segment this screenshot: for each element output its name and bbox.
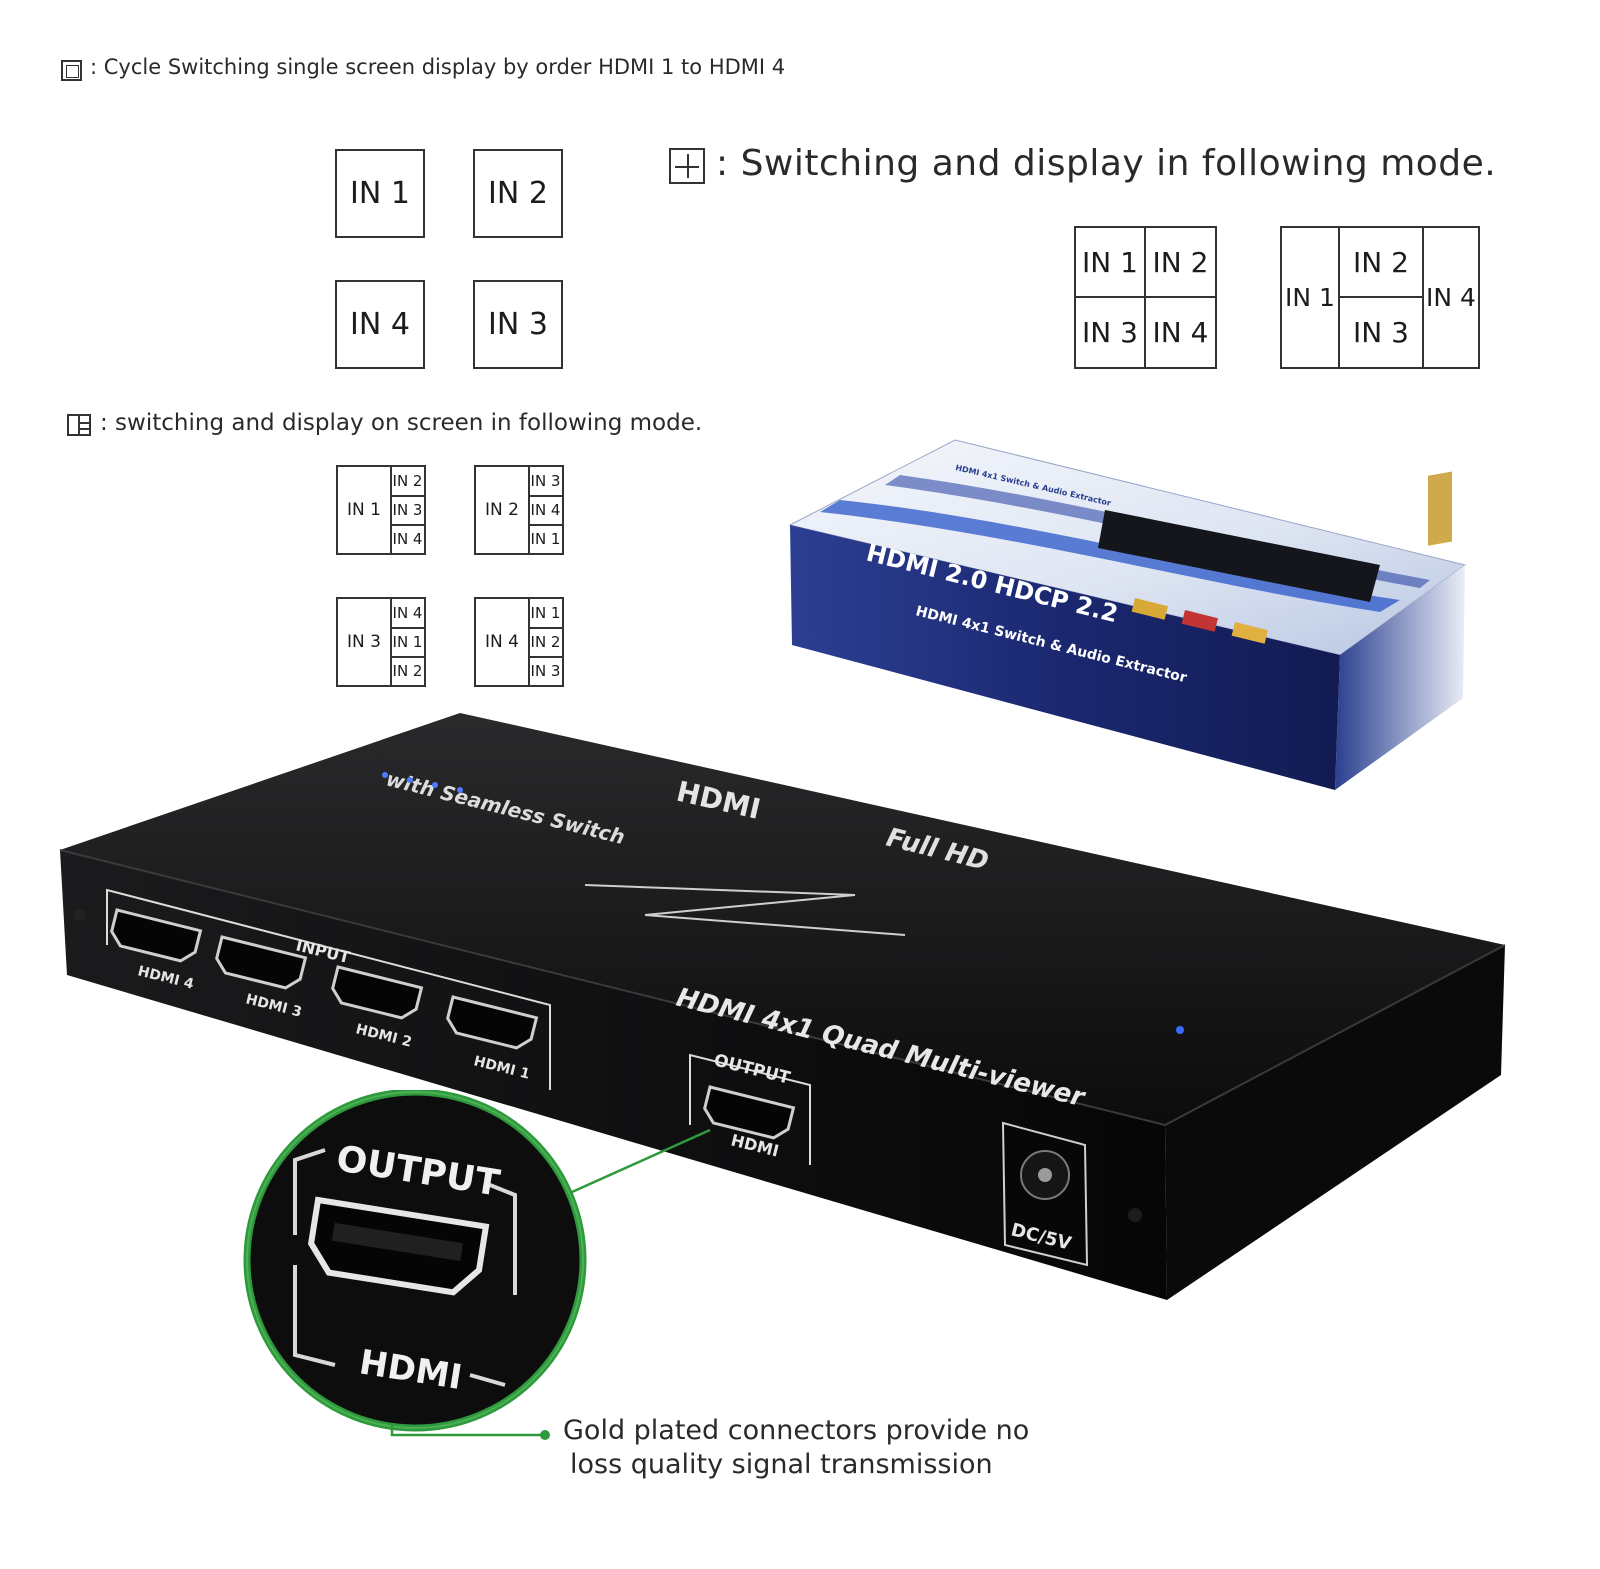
callout-text-line1: Gold plated connectors provide no bbox=[563, 1415, 1030, 1446]
pip-layout-1: IN 1 IN 2 IN 3 IN 4 bbox=[336, 465, 426, 555]
output-zoom-callout: OUTPUT HDMI bbox=[243, 1090, 711, 1440]
pip-mode-caption: : switching and display on screen in fol… bbox=[100, 410, 703, 436]
pip3-sub-a: IN 4 bbox=[392, 604, 423, 622]
pip1-sub-c: IN 4 bbox=[392, 530, 423, 548]
multiviewer-device: HDMI 4x1 Quad Multi-viewer with Seamless… bbox=[59, 713, 1506, 1300]
cycle-switching-caption: : Cycle Switching single screen display … bbox=[90, 55, 786, 79]
pip4-sub-b: IN 2 bbox=[530, 633, 561, 651]
pip4-sub-a: IN 1 bbox=[530, 604, 561, 622]
pip1-main: IN 1 bbox=[347, 500, 381, 520]
pip3-main: IN 3 bbox=[347, 632, 381, 652]
single-box-in3: IN 3 bbox=[473, 280, 563, 369]
hdmi-port-4 bbox=[110, 908, 203, 963]
hdmi-port-1 bbox=[446, 995, 539, 1050]
pip2-sub-c: IN 1 bbox=[530, 530, 561, 548]
hdmi-port-2 bbox=[331, 965, 424, 1020]
pip4-main: IN 4 bbox=[485, 632, 519, 652]
single-box-in4: IN 4 bbox=[335, 280, 425, 369]
pip-layout-2: IN 2 IN 3 IN 4 IN 1 bbox=[474, 465, 564, 555]
triple-cell-in4: IN 4 bbox=[1426, 283, 1476, 312]
pip-layout-4: IN 4 IN 1 IN 2 IN 3 bbox=[474, 597, 564, 687]
product-box-illustration: HDMI 2.0 HDCP 2.2 HDMI 4x1 Switch & Audi… bbox=[788, 439, 1467, 790]
zoom-hdmi-port-icon bbox=[307, 1196, 490, 1296]
pip1-sub-a: IN 2 bbox=[392, 472, 423, 490]
quad-cell-in1: IN 1 bbox=[1082, 245, 1138, 279]
triple-cell-in1: IN 1 bbox=[1285, 283, 1335, 312]
pip1-sub-b: IN 3 bbox=[392, 501, 423, 519]
triple-layout: IN 1 IN 2 IN 3 IN 4 bbox=[1280, 226, 1480, 369]
dc-power-jack bbox=[1001, 1121, 1089, 1267]
quad-mode-caption: : Switching and display in following mod… bbox=[716, 143, 1497, 184]
hdmi-output-port bbox=[703, 1085, 796, 1140]
single-box-in2: IN 2 bbox=[473, 149, 563, 238]
single-screen-icon bbox=[61, 60, 82, 81]
triple-cell-in3: IN 3 bbox=[1353, 316, 1409, 349]
pip-mode-icon bbox=[67, 414, 91, 436]
quad-cell-in3: IN 3 bbox=[1082, 316, 1138, 349]
triple-cell-in2: IN 2 bbox=[1353, 245, 1409, 279]
quad-cell-in2: IN 2 bbox=[1152, 245, 1209, 279]
pip2-sub-b: IN 4 bbox=[530, 501, 561, 519]
quad-mode-icon bbox=[669, 148, 705, 184]
quad-cell-in4: IN 4 bbox=[1152, 316, 1209, 349]
pip2-main: IN 2 bbox=[485, 500, 519, 520]
single-box-in1: IN 1 bbox=[335, 149, 425, 238]
quad-layout: IN 1 IN 2 IN 3 IN 4 bbox=[1074, 226, 1217, 369]
hdmi-port-3 bbox=[215, 935, 308, 990]
pip3-sub-b: IN 1 bbox=[392, 633, 423, 651]
pip4-sub-c: IN 3 bbox=[530, 662, 561, 680]
callout-text-line2: loss quality signal transmission bbox=[570, 1449, 993, 1480]
pip3-sub-c: IN 2 bbox=[392, 662, 423, 680]
pip2-sub-a: IN 3 bbox=[530, 472, 561, 490]
pip-layout-3: IN 3 IN 4 IN 1 IN 2 bbox=[336, 597, 426, 687]
